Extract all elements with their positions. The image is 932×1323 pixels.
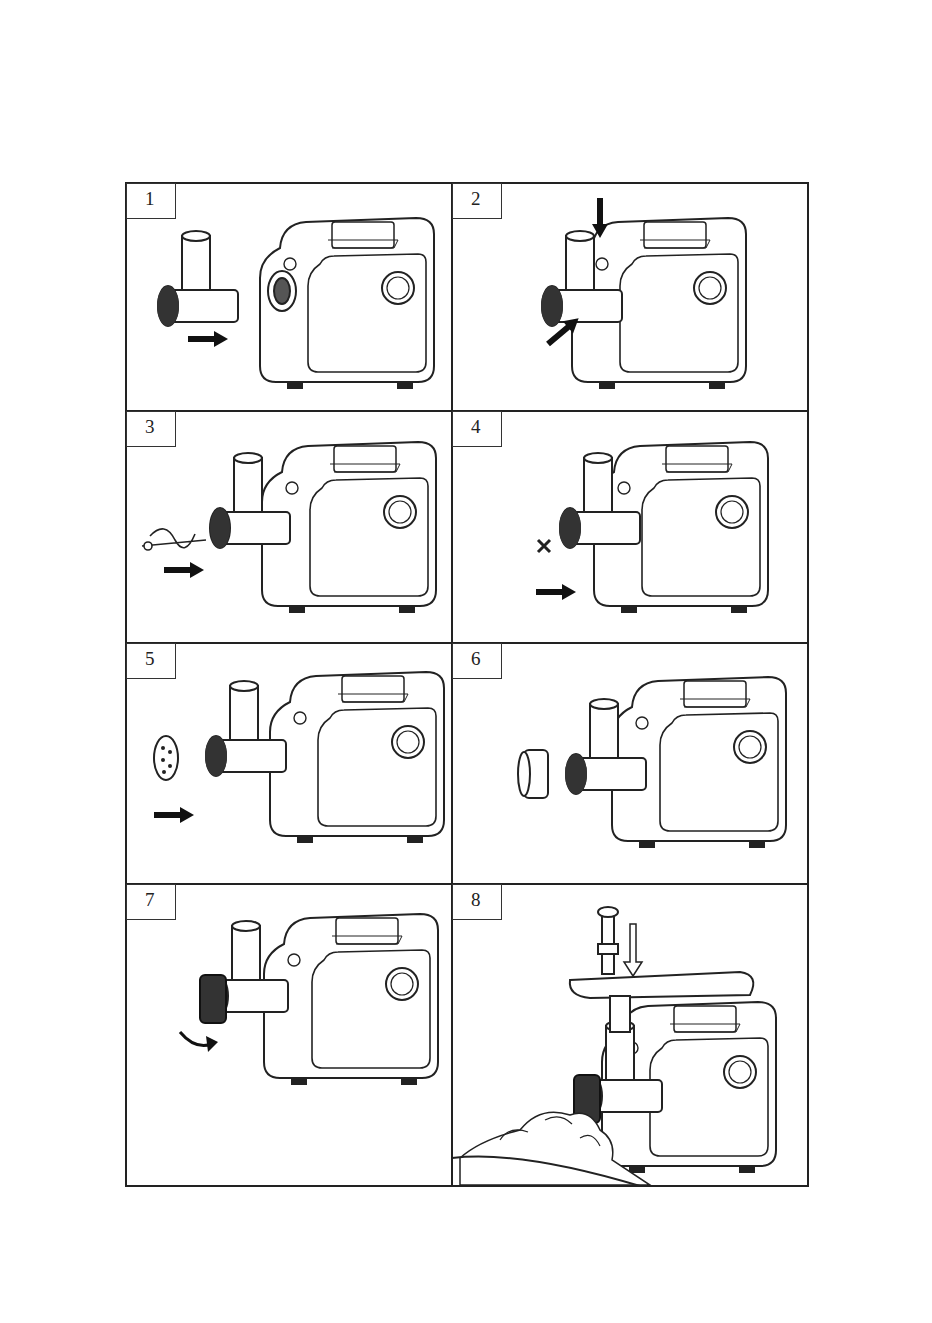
step-number: 5 (127, 644, 175, 670)
step-number: 8 (453, 885, 501, 911)
step-number-tab: 2 (452, 183, 502, 219)
step-number: 1 (127, 184, 175, 210)
step-number-tab: 8 (452, 884, 502, 920)
step-number: 4 (453, 412, 501, 438)
step-number: 7 (127, 885, 175, 911)
step-number: 6 (453, 644, 501, 670)
step-number: 2 (453, 184, 501, 210)
step-number-tab: 1 (126, 183, 176, 219)
step-number-tab: 5 (126, 643, 176, 679)
step-number-tab: 6 (452, 643, 502, 679)
step-number-tab: 4 (452, 411, 502, 447)
step-number-tab: 3 (126, 411, 176, 447)
step-number-tab: 7 (126, 884, 176, 920)
step-number: 3 (127, 412, 175, 438)
